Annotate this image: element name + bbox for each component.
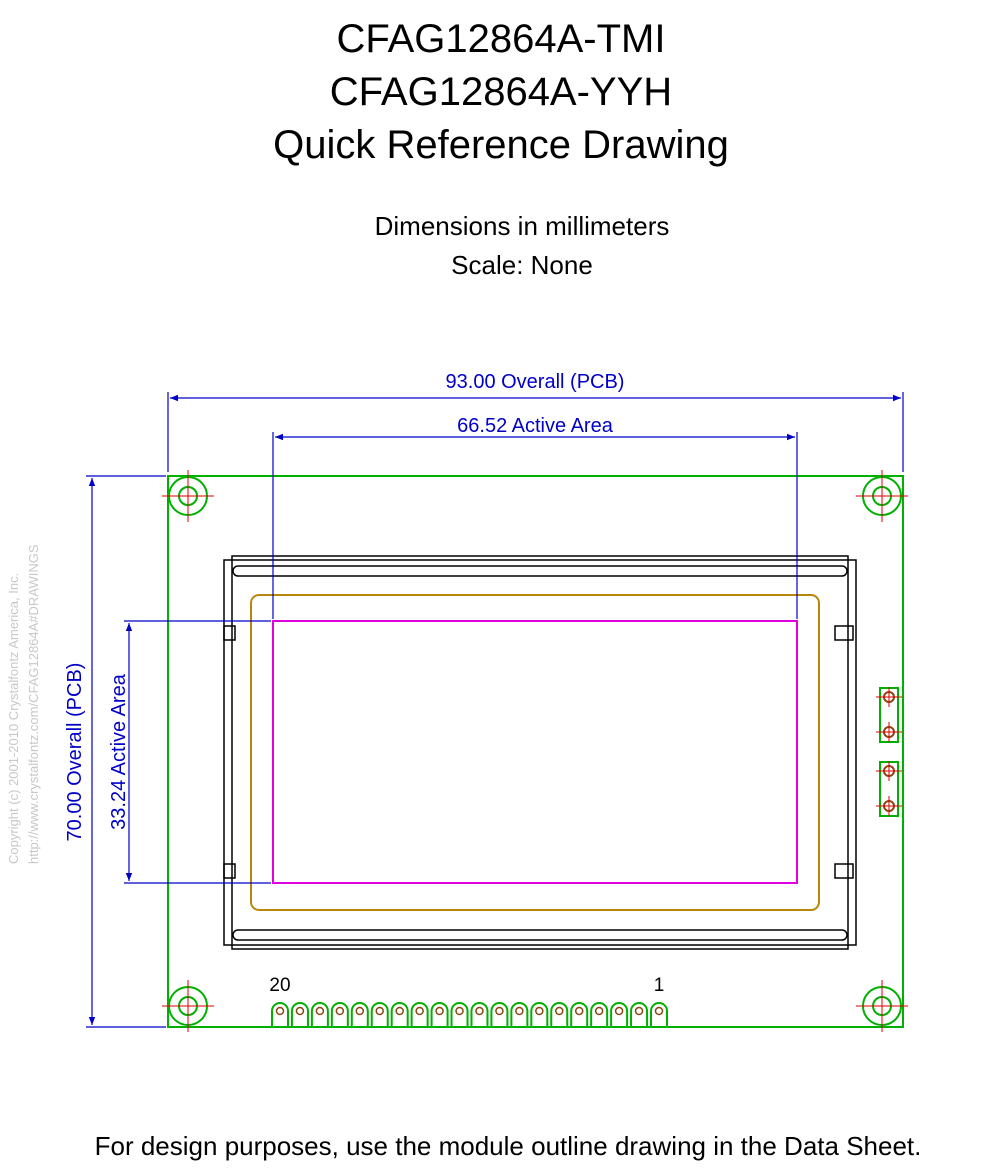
pin-hole	[355, 1006, 365, 1016]
pcb-outline	[167, 475, 904, 1028]
pin-pad	[490, 1002, 509, 1026]
pin-hole	[435, 1006, 444, 1016]
pin-pad	[271, 1002, 289, 1026]
pin-pad	[370, 1002, 389, 1026]
pin-pad	[330, 1002, 349, 1026]
overall-width-label: 93.00 Overall (PCB)	[446, 371, 625, 393]
pin-pad	[590, 1002, 609, 1026]
mounting-hole-top-left	[162, 470, 214, 522]
units-note: Dimensions in millimeters	[374, 211, 670, 241]
scale-note: Scale: None	[451, 250, 593, 280]
title-line-3: Quick Reference Drawing	[273, 123, 729, 167]
pin-hole	[594, 1006, 604, 1016]
pin-hole	[634, 1006, 644, 1016]
pin-label-20: 20	[269, 975, 290, 996]
pin-hole	[555, 1006, 564, 1016]
pin-hole	[375, 1006, 384, 1016]
pin-pad	[410, 1002, 429, 1026]
dim-active-width	[272, 432, 798, 619]
dim-overall-height	[86, 475, 166, 1028]
footer-note: For design purposes, use the module outl…	[94, 1131, 922, 1161]
mounting-hole-top-right	[856, 470, 908, 522]
pin-hole	[574, 1006, 584, 1016]
mounting-hole-bottom-right	[856, 980, 908, 1032]
overall-height-label: 70.00 Overall (PCB)	[64, 663, 86, 842]
pin-hole	[295, 1006, 305, 1016]
pin-hole	[335, 1006, 345, 1016]
viewing-area	[250, 594, 820, 911]
backlight-pads	[876, 687, 902, 817]
pin-hole	[495, 1006, 504, 1016]
pin-hole	[535, 1006, 544, 1016]
pin-pad	[630, 1002, 649, 1026]
active-height-label: 33.24 Active Area	[108, 673, 130, 830]
pin-pad	[550, 1002, 569, 1026]
pin-label-1: 1	[654, 975, 665, 996]
pin-pad	[470, 1002, 489, 1026]
pin-pad	[570, 1002, 589, 1026]
pin-pad	[290, 1002, 309, 1026]
pin-hole	[654, 1006, 664, 1016]
pin-pad	[610, 1002, 629, 1026]
lcd-bezel	[223, 555, 857, 950]
pin-pad	[650, 1002, 668, 1026]
pin-pad	[530, 1002, 549, 1026]
pin-hole	[395, 1006, 404, 1016]
pin-pad	[310, 1002, 329, 1026]
pin-pad	[510, 1002, 529, 1026]
dim-overall-width	[167, 392, 904, 472]
active-area	[272, 620, 798, 884]
dim-active-height	[124, 620, 271, 884]
pin-pad	[430, 1002, 449, 1026]
active-width-label: 66.52 Active Area	[457, 415, 614, 437]
pin-hole	[455, 1006, 464, 1016]
pin-pad	[450, 1002, 469, 1026]
mounting-hole-bottom-left	[162, 980, 214, 1032]
pin-pad	[390, 1002, 409, 1026]
pin-hole	[415, 1006, 424, 1016]
pin-hole	[614, 1006, 624, 1016]
title-line-2: CFAG12864A-YYH	[329, 70, 673, 114]
pin-hole	[515, 1006, 524, 1016]
title-line-1: CFAG12864A-TMI	[336, 17, 666, 61]
pin-hole	[275, 1006, 285, 1016]
pin-hole	[315, 1006, 325, 1016]
pin-hole	[475, 1006, 484, 1016]
pin-header	[271, 1002, 668, 1026]
pin-pad	[350, 1002, 369, 1026]
